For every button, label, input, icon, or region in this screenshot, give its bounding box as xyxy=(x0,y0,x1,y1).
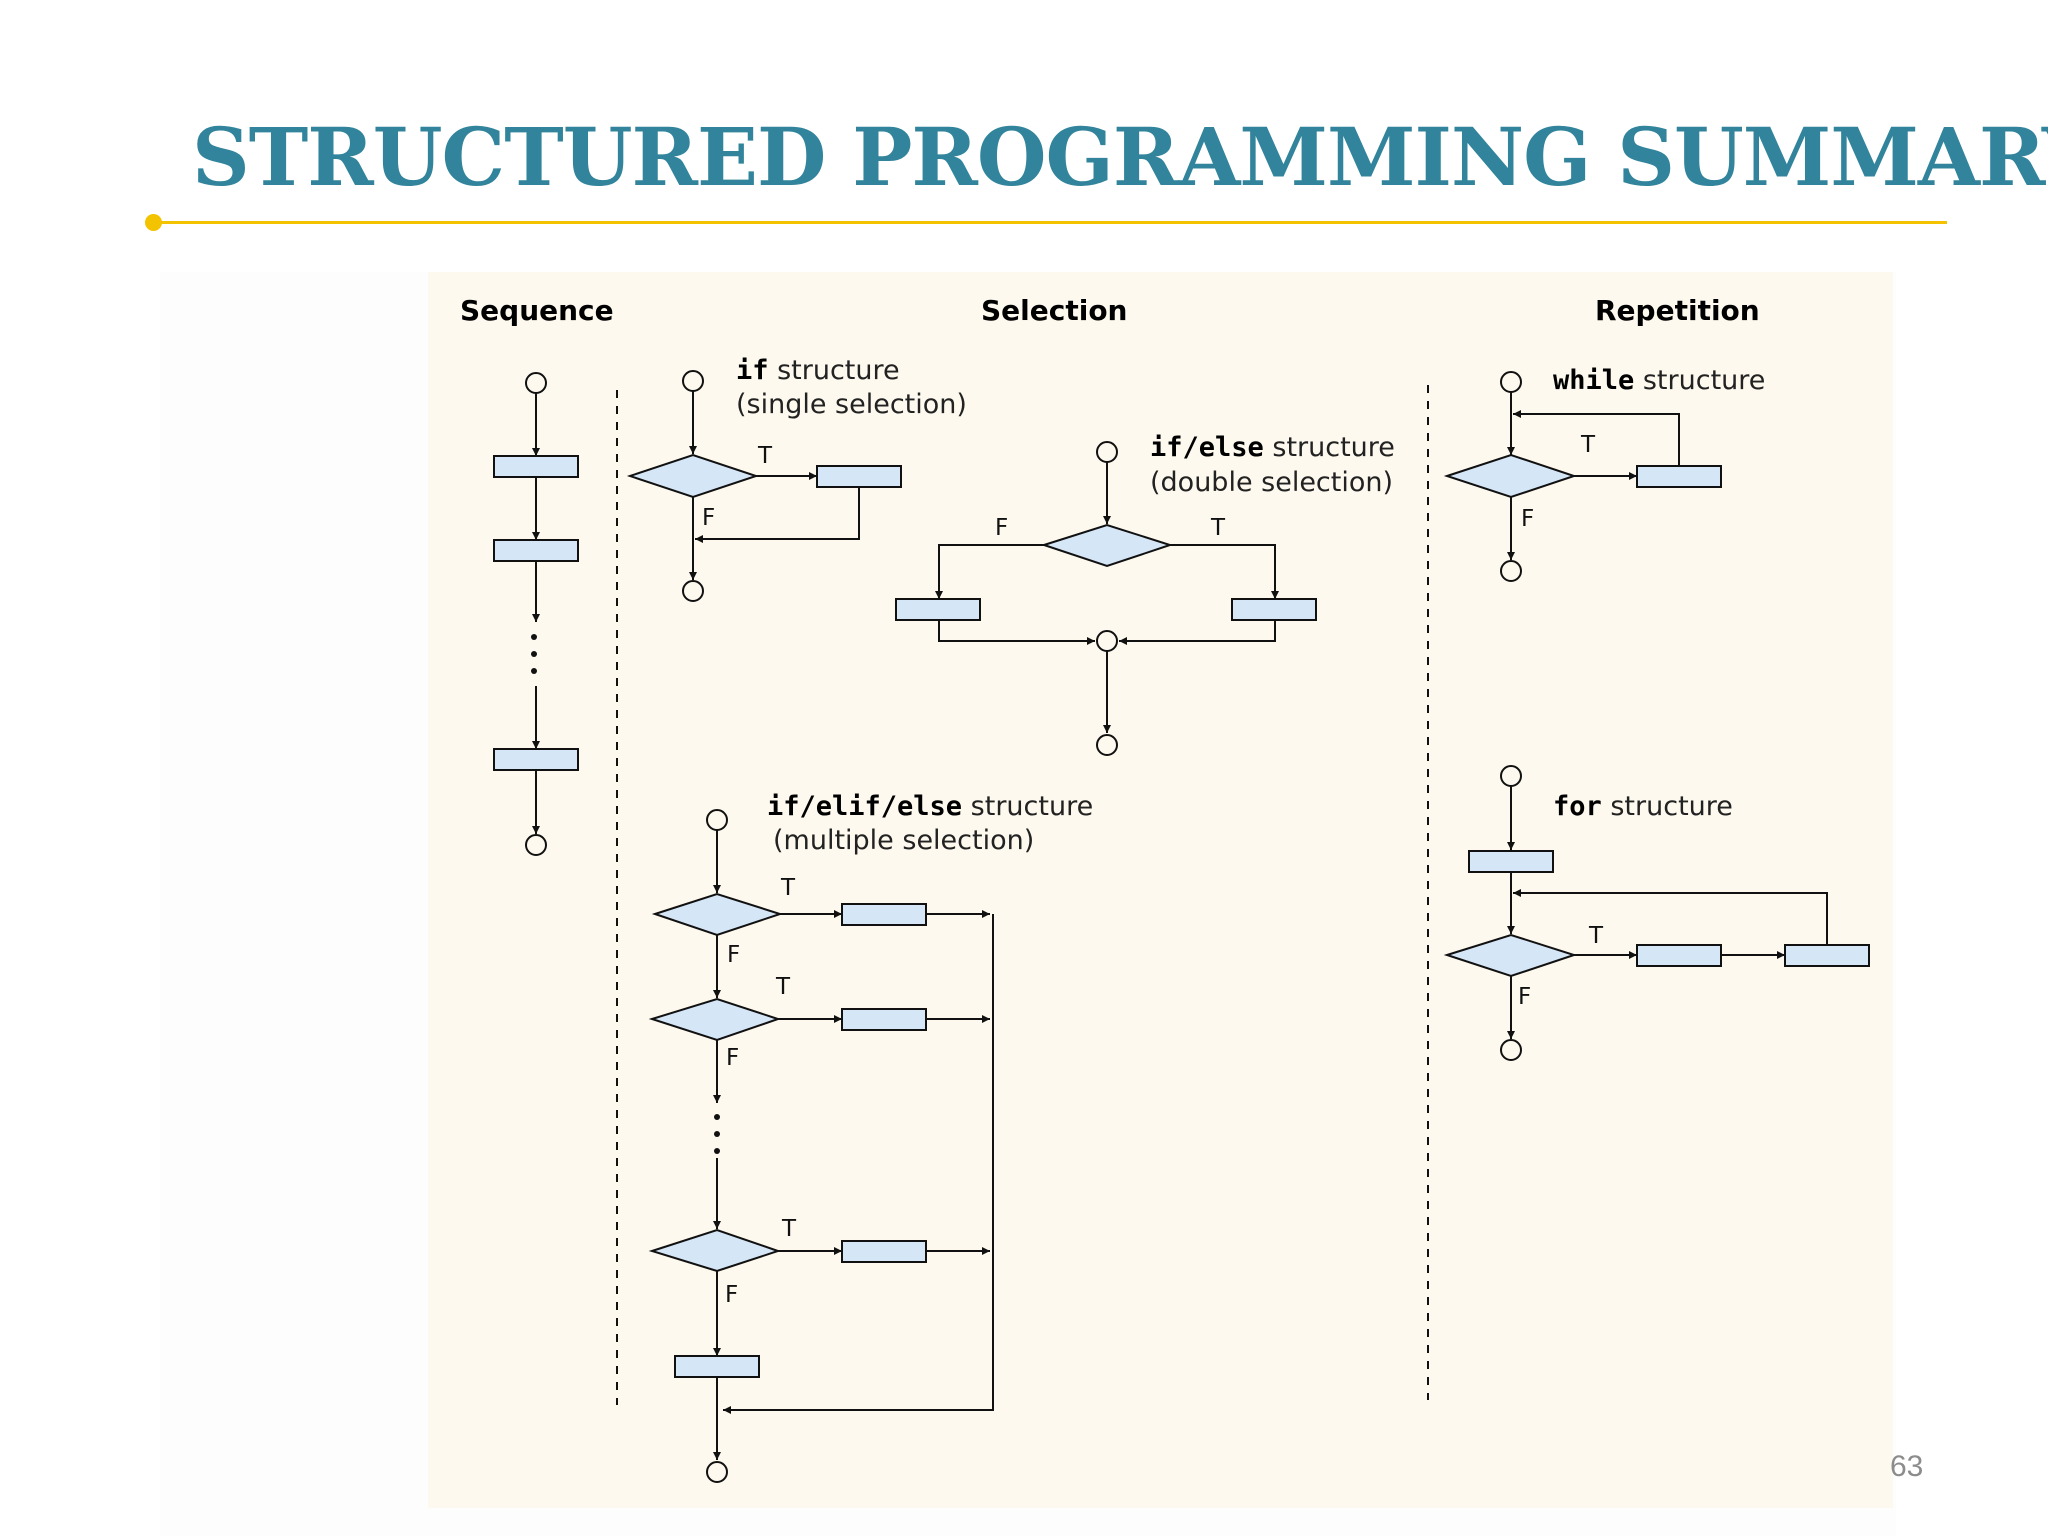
if-else-structure-label: if/else structure xyxy=(1150,432,1395,463)
if-structure-subtitle: (single selection) xyxy=(736,389,967,420)
slide-title: STRUCTURED PROGRAMMING SUMMARY xyxy=(192,110,2048,204)
if-elif-else-true-label-1: T xyxy=(780,875,796,901)
if-false-label: F xyxy=(702,505,715,531)
while-structure-label: while structure xyxy=(1553,365,1765,396)
if-else-false-label: F xyxy=(995,515,1008,541)
while-false-label: F xyxy=(1521,506,1534,532)
for-true-label: T xyxy=(1588,923,1604,949)
sequence-ellipsis xyxy=(531,634,537,674)
for-false-label: F xyxy=(1518,984,1531,1010)
if-else-true-label: T xyxy=(1210,515,1226,541)
if-elif-else-true-label-2: T xyxy=(775,974,791,1000)
heading-sequence: Sequence xyxy=(460,294,614,327)
if-structure-label: if structure xyxy=(736,355,900,386)
while-flowchart xyxy=(1443,371,1722,582)
if-elif-else-false-label-1: F xyxy=(727,942,740,968)
if-elif-else-structure-label: if/elif/else structure xyxy=(767,791,1093,822)
title-underline-dot xyxy=(145,214,162,231)
if-elif-else-structure-subtitle: (multiple selection) xyxy=(773,825,1034,856)
while-true-label: T xyxy=(1580,432,1596,458)
if-elif-else-false-label-n: F xyxy=(725,1282,738,1308)
for-structure-label: for structure xyxy=(1553,791,1733,822)
for-flowchart xyxy=(1443,765,1870,1061)
if-else-flowchart xyxy=(895,441,1317,756)
if-elif-else-flowchart xyxy=(648,809,994,1483)
page-number: 63 xyxy=(1890,1450,1924,1483)
if-elif-else-ellipsis xyxy=(714,1114,720,1154)
if-else-structure-subtitle: (double selection) xyxy=(1150,467,1393,498)
if-true-label: T xyxy=(757,443,773,469)
sequence-flowchart xyxy=(493,372,579,856)
if-flowchart xyxy=(626,370,902,602)
heading-repetition: Repetition xyxy=(1595,294,1760,327)
title-underline xyxy=(152,221,1947,224)
heading-selection: Selection xyxy=(981,294,1128,327)
if-elif-else-false-label-2: F xyxy=(726,1045,739,1071)
if-elif-else-true-label-n: T xyxy=(781,1216,797,1242)
